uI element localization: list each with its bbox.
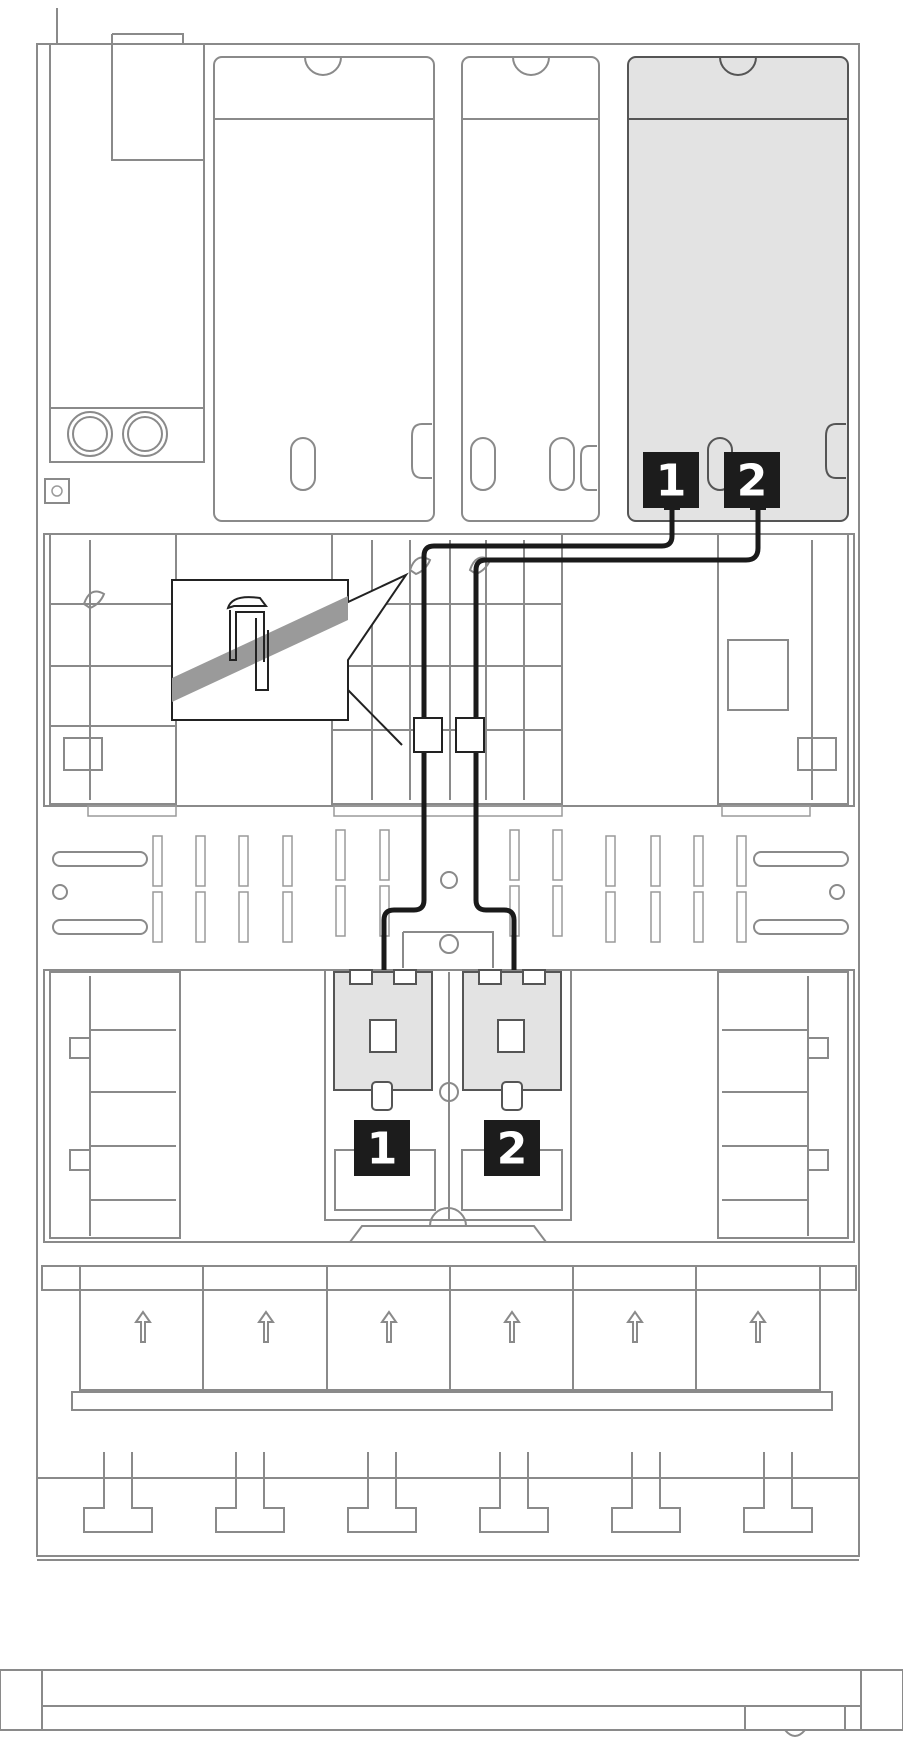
airflow-arrow-icon bbox=[134, 1310, 767, 1343]
cable-clip-detail-callout bbox=[171, 572, 409, 721]
connector-1-callout: 1 bbox=[354, 1120, 410, 1176]
air-baffle bbox=[43, 533, 855, 817]
chassis-outline bbox=[0, 8, 903, 1737]
cable-tie bbox=[413, 717, 485, 753]
cable-clip-icon bbox=[172, 596, 348, 702]
svg-text:1: 1 bbox=[656, 456, 687, 507]
adapter-port-1-callout: 1 bbox=[643, 452, 699, 508]
adapter-port-2-callout: 2 bbox=[724, 452, 780, 508]
connector-2-callout: 2 bbox=[484, 1120, 540, 1176]
system-board-connectors bbox=[52, 829, 849, 943]
fan-row bbox=[41, 1265, 857, 1411]
svg-text:2: 2 bbox=[497, 1124, 528, 1175]
lower-bay bbox=[43, 931, 855, 1243]
riser-cage-3-highlighted bbox=[627, 56, 849, 522]
riser-cage-2 bbox=[461, 56, 600, 522]
svg-text:2: 2 bbox=[737, 456, 768, 507]
svg-text:1: 1 bbox=[367, 1124, 398, 1175]
riser-cage-1 bbox=[213, 56, 435, 522]
front-handles bbox=[37, 1452, 859, 1533]
power-supply bbox=[44, 33, 205, 504]
